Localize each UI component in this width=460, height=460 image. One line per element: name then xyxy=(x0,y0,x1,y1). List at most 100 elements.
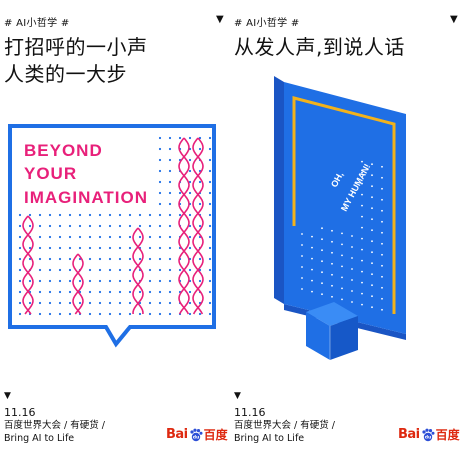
decor-dot xyxy=(58,235,62,239)
decor-dot xyxy=(88,224,92,228)
decor-dot xyxy=(208,158,212,162)
decor-dot xyxy=(188,224,192,228)
screen-dot xyxy=(301,255,303,257)
decor-dot xyxy=(48,246,52,250)
decor-dot xyxy=(98,312,102,316)
screen-dot xyxy=(311,268,313,271)
decor-dot xyxy=(88,290,92,294)
decor-dot xyxy=(118,224,122,228)
decor-dot xyxy=(58,279,62,283)
decor-dot xyxy=(128,224,132,228)
decor-dot xyxy=(68,246,72,250)
decor-dot xyxy=(168,290,172,294)
event-subtitle: 百度世界大会 / 有硬货 / xyxy=(234,420,335,431)
screen-dot xyxy=(381,242,383,245)
decor-dot xyxy=(128,257,132,261)
screen-dot xyxy=(371,218,373,221)
logo-text-baidu-cn: 百度 xyxy=(203,428,228,442)
decor-dot xyxy=(168,158,172,162)
decor-dot xyxy=(118,290,122,294)
screen-dot xyxy=(321,238,323,241)
decor-dot xyxy=(98,235,102,239)
triangle-down-icon: ▼ xyxy=(450,14,458,25)
decor-dot xyxy=(168,235,172,239)
screen-dot xyxy=(361,171,363,174)
decor-dot xyxy=(188,213,192,217)
decor-dot xyxy=(108,279,112,283)
screen-dot xyxy=(331,273,333,276)
screen-dot xyxy=(311,246,313,249)
decor-dot xyxy=(158,136,162,140)
decor-dot xyxy=(78,213,82,217)
decor-dot xyxy=(178,213,182,217)
decor-dot xyxy=(208,290,212,294)
decor-dot xyxy=(98,257,102,261)
logo-text-baidu-cn: 百度 xyxy=(435,428,460,442)
dna-helix xyxy=(72,253,84,315)
decor-dot xyxy=(108,224,112,228)
screen-dot xyxy=(361,160,363,163)
speech-bubble-outline xyxy=(8,124,216,348)
screen-frame-top xyxy=(292,96,396,132)
screen-dot xyxy=(361,204,363,207)
svg-text:du: du xyxy=(192,434,199,440)
screen-dot xyxy=(371,306,373,309)
decor-dot xyxy=(138,290,142,294)
decor-dot xyxy=(68,235,72,239)
event-tagline: Bring AI to Life xyxy=(234,433,305,444)
decor-dot xyxy=(28,301,32,305)
decor-dot xyxy=(158,268,162,272)
decor-dot xyxy=(128,213,132,217)
hashtag: # AI小哲学 # xyxy=(4,18,70,29)
decor-dot xyxy=(38,301,42,305)
screen-dot xyxy=(341,298,343,301)
decor-dot xyxy=(88,312,92,316)
decor-dot xyxy=(58,290,62,294)
screen-dot xyxy=(311,257,313,260)
decor-dot xyxy=(28,246,32,250)
decor-dot xyxy=(208,301,212,305)
art-text-your: YOUR xyxy=(24,164,77,183)
hashtag: # AI小哲学 # xyxy=(234,18,300,29)
decor-dot xyxy=(118,279,122,283)
decor-dot xyxy=(198,147,202,151)
decor-dot xyxy=(58,268,62,272)
screen-dot xyxy=(361,248,363,251)
decor-dot xyxy=(198,312,202,316)
decor-dot xyxy=(68,279,72,283)
decor-dot xyxy=(88,279,92,283)
decor-dot xyxy=(118,235,122,239)
decor-dot xyxy=(88,268,92,272)
baidu-logo: Bai du 百度 xyxy=(166,426,228,443)
decor-dot xyxy=(208,147,212,151)
decor-dot xyxy=(168,169,172,173)
screen-dot xyxy=(331,284,333,287)
screen-dot xyxy=(311,235,313,238)
decor-dot xyxy=(48,301,52,305)
screen-dot xyxy=(371,284,373,287)
decor-dot xyxy=(208,279,212,283)
decor-dot xyxy=(148,290,152,294)
decor-dot xyxy=(198,202,202,206)
screen-dot xyxy=(371,196,373,199)
screen-dot xyxy=(381,297,383,300)
decor-dot xyxy=(148,268,152,272)
headline-line-1: 打招呼的一小声 xyxy=(4,35,148,59)
decor-dot xyxy=(158,191,162,195)
decor-dot xyxy=(118,301,122,305)
dna-helix xyxy=(72,253,84,315)
decor-dot xyxy=(98,224,102,228)
decor-dot xyxy=(98,213,102,217)
decor-dot xyxy=(48,213,52,217)
decor-dot xyxy=(18,246,22,250)
cube-top xyxy=(306,302,358,326)
decor-dot xyxy=(188,268,192,272)
screen-dot xyxy=(321,271,323,274)
screen-dot xyxy=(361,215,363,218)
decor-dot xyxy=(188,235,192,239)
decor-dot xyxy=(28,224,32,228)
screen-dot xyxy=(381,231,383,234)
decor-dot xyxy=(158,202,162,206)
decor-dot xyxy=(98,246,102,250)
decor-dot xyxy=(78,235,82,239)
